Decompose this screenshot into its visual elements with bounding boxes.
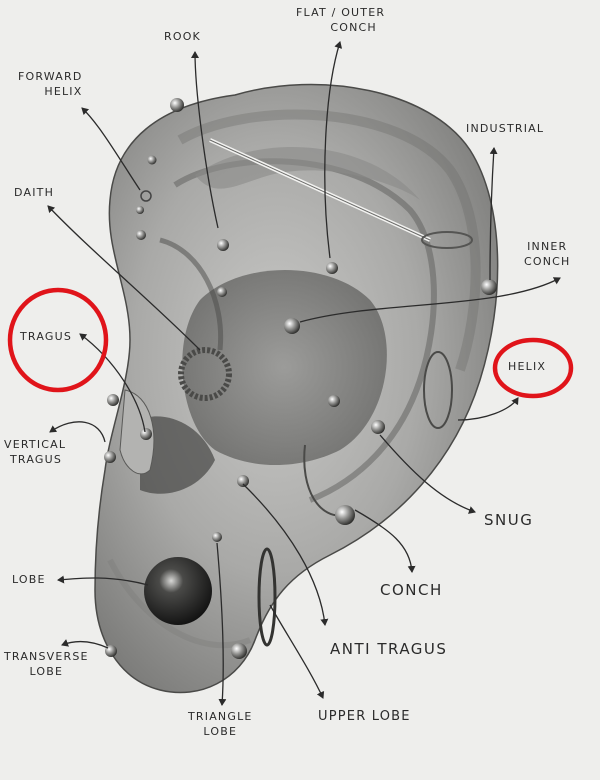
jewelry <box>104 98 497 659</box>
label-flat-outer-conch: FLAT / OUTER CONCH <box>296 6 386 34</box>
label-conch: CONCH <box>380 581 443 599</box>
conch-bowl <box>182 270 387 465</box>
label-industrial: INDUSTRIAL <box>466 122 545 135</box>
leader-arrows <box>47 41 561 706</box>
label-daith: DAITH <box>14 186 55 199</box>
label-rook: ROOK <box>164 30 201 43</box>
helix-highlight-circle <box>492 337 574 399</box>
label-inner-conch: INNER CONCH <box>524 240 571 268</box>
label-tragus: TRAGUS <box>20 330 73 343</box>
label-helix: HELIX <box>508 360 547 373</box>
label-snug: SNUG <box>484 511 534 529</box>
tragus-highlight-circle <box>7 287 109 393</box>
label-transverse-lobe: TRANSVERSE LOBE <box>4 650 89 678</box>
label-upper-lobe: UPPER LOBE <box>318 709 411 724</box>
label-anti-tragus: ANTI TRAGUS <box>330 640 448 658</box>
label-forward-helix: FORWARD HELIX <box>18 70 83 98</box>
label-triangle-lobe: TRIANGLE LOBE <box>188 710 253 738</box>
label-lobe: LOBE <box>12 573 46 586</box>
label-vertical-tragus: VERTICAL TRAGUS <box>4 438 67 466</box>
